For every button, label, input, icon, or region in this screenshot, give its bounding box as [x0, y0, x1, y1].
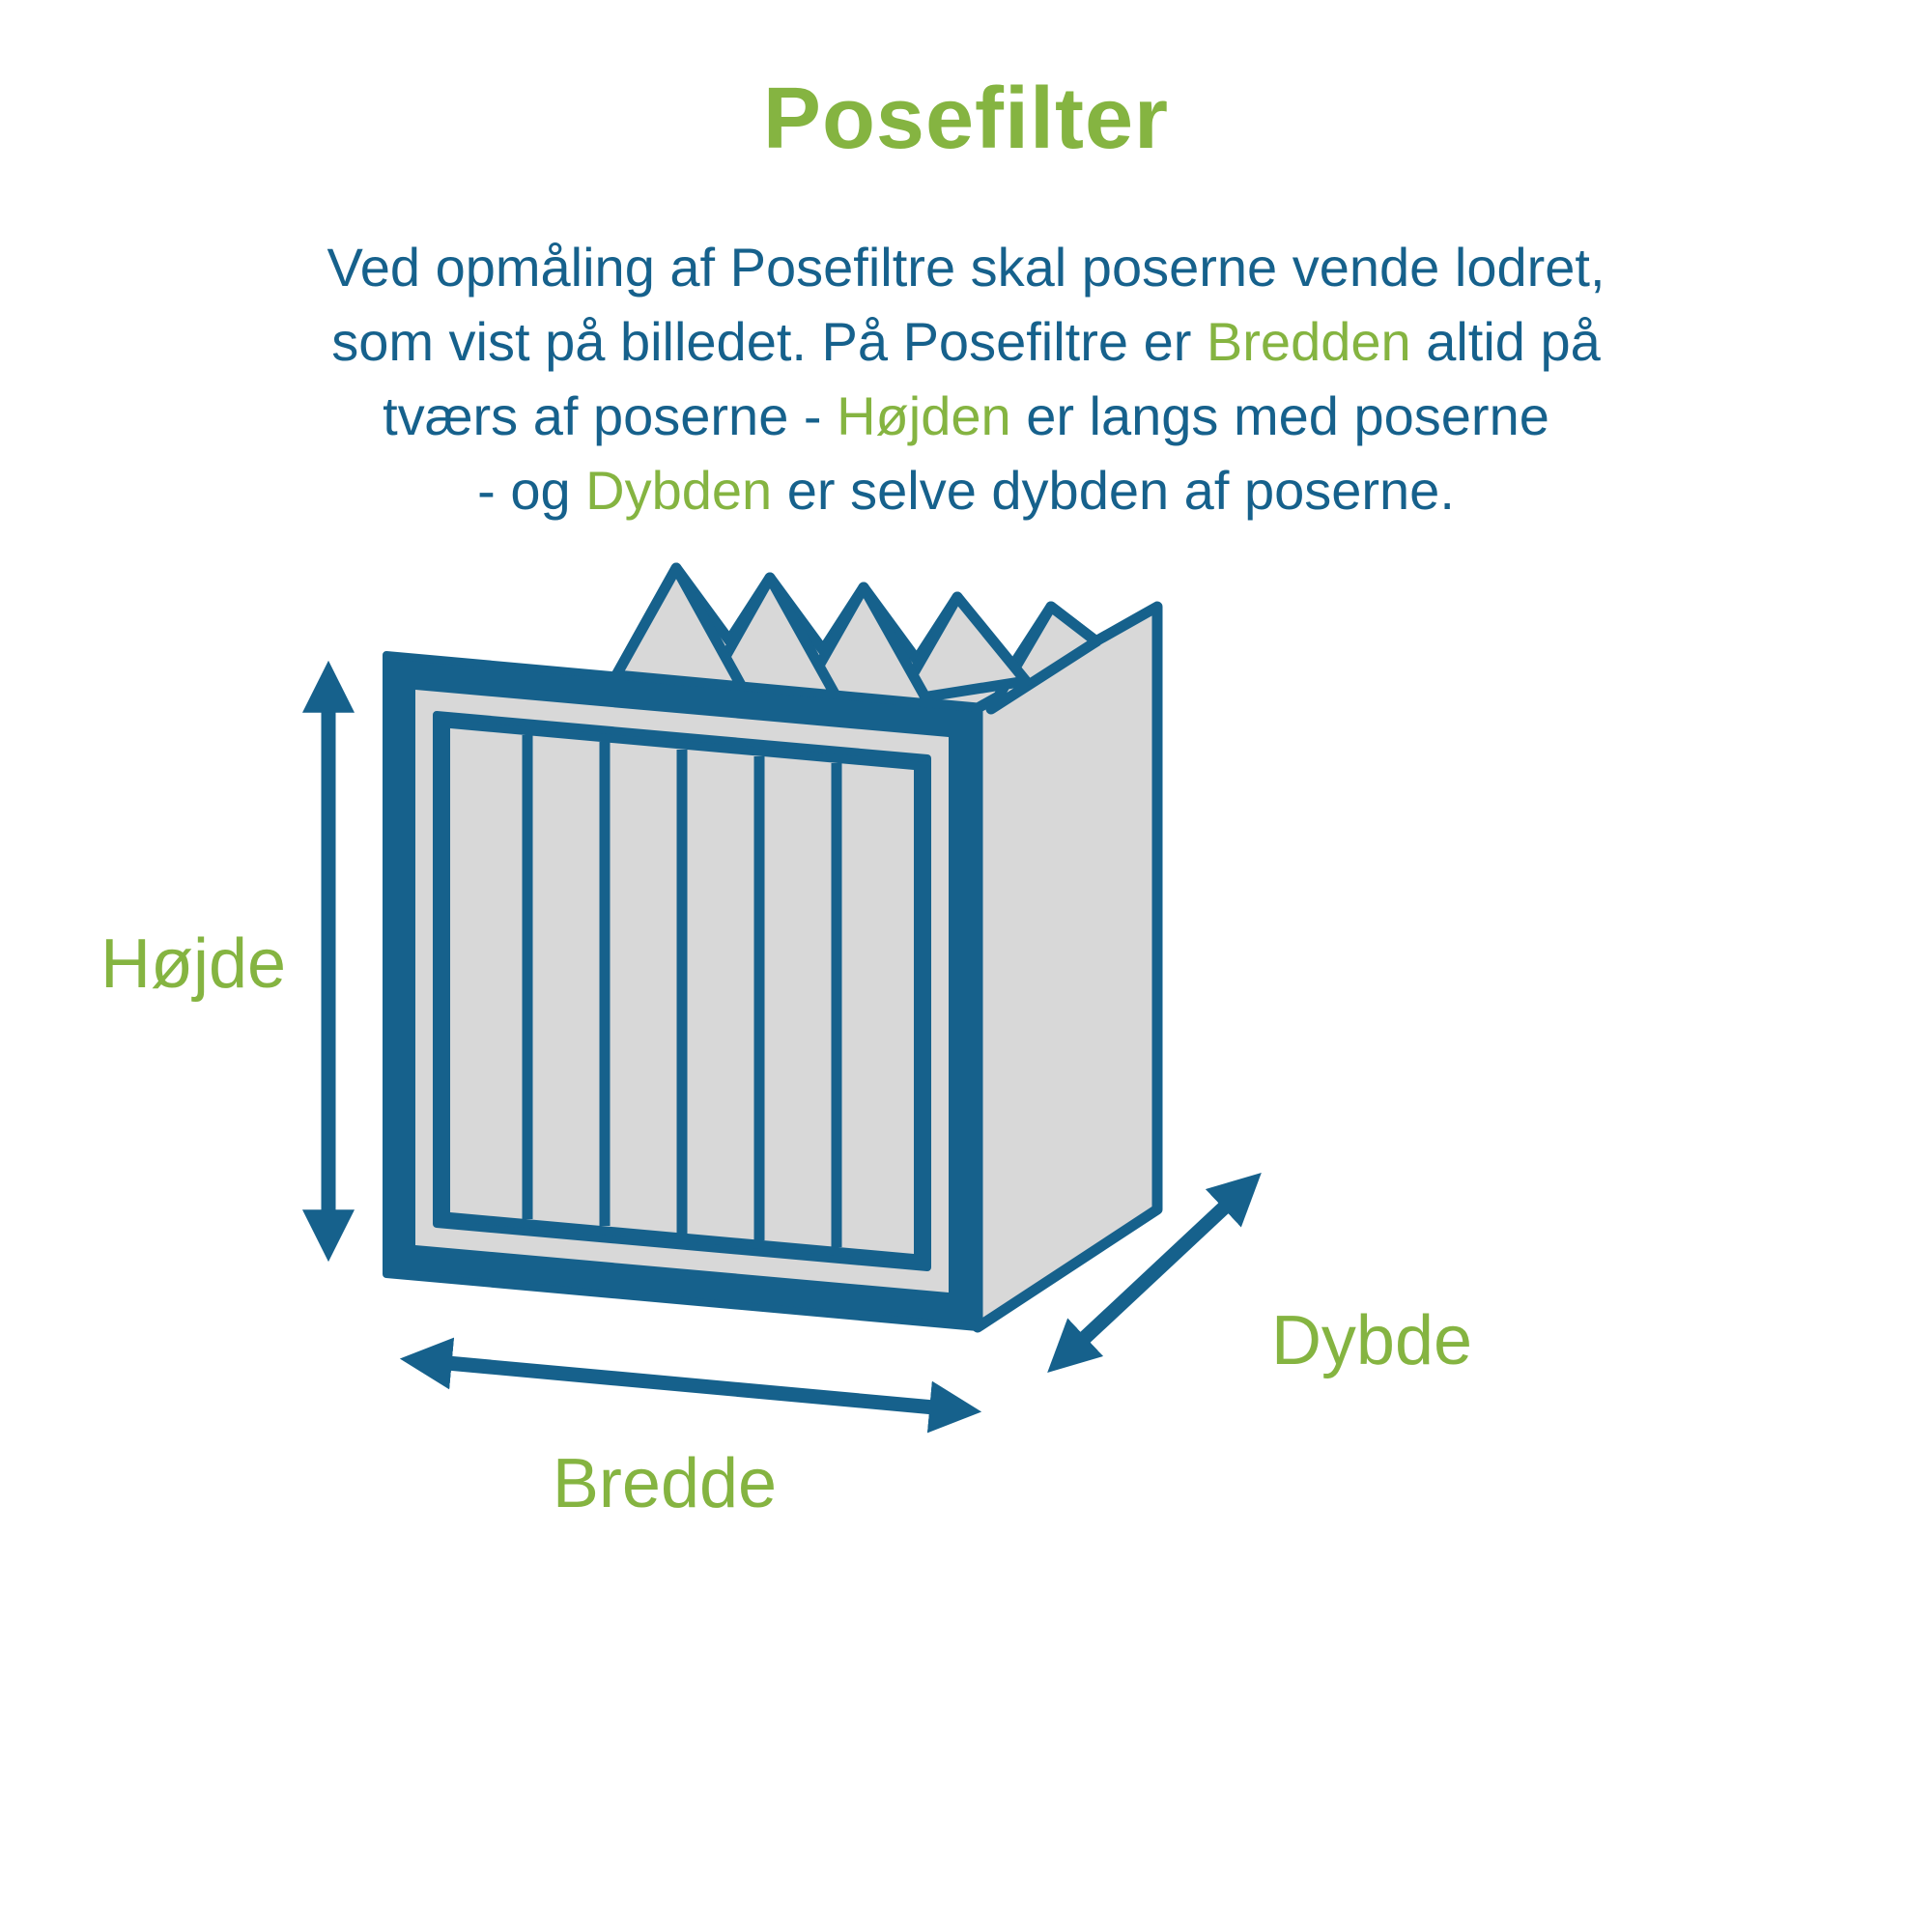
description-line: tværs af poserne - Højden er langs med p…: [0, 379, 1932, 453]
description-line: - og Dybden er selve dybden af poserne.: [0, 453, 1932, 527]
description-segment: er selve dybden af poserne.: [772, 460, 1455, 521]
description-segment: er langs med poserne: [1010, 385, 1549, 446]
description-segment: Ved opmåling af Posefiltre skal poserne …: [327, 237, 1605, 298]
description-segment: tværs af poserne -: [383, 385, 838, 446]
description-line: Ved opmåling af Posefiltre skal poserne …: [0, 230, 1932, 304]
pocket-dividers: [522, 735, 842, 1247]
description: Ved opmåling af Posefiltre skal poserne …: [0, 230, 1932, 527]
height-label: Højde: [100, 925, 286, 1003]
description-segment: Bredden: [1206, 311, 1411, 372]
description-segment: som vist på billedet. På Posefiltre er: [331, 311, 1207, 372]
width-arrow: [399, 1337, 982, 1434]
description-segment: - og: [477, 460, 586, 521]
bag-fin: [892, 591, 1032, 707]
depth-label: Dybde: [1271, 1302, 1472, 1379]
page-title: Posefilter: [762, 71, 1170, 167]
description-segment: altid på: [1410, 311, 1601, 372]
description-line: som vist på billedet. På Posefiltre er B…: [0, 304, 1932, 379]
bag-filter-diagram: Højde Bredde Dybde: [100, 562, 1472, 1522]
width-label: Bredde: [553, 1445, 777, 1522]
description-segment: Højden: [837, 385, 1011, 446]
filter-side-panel: [972, 601, 1163, 1333]
depth-arrow: [1047, 1172, 1262, 1374]
description-segment: Dybden: [585, 460, 773, 521]
